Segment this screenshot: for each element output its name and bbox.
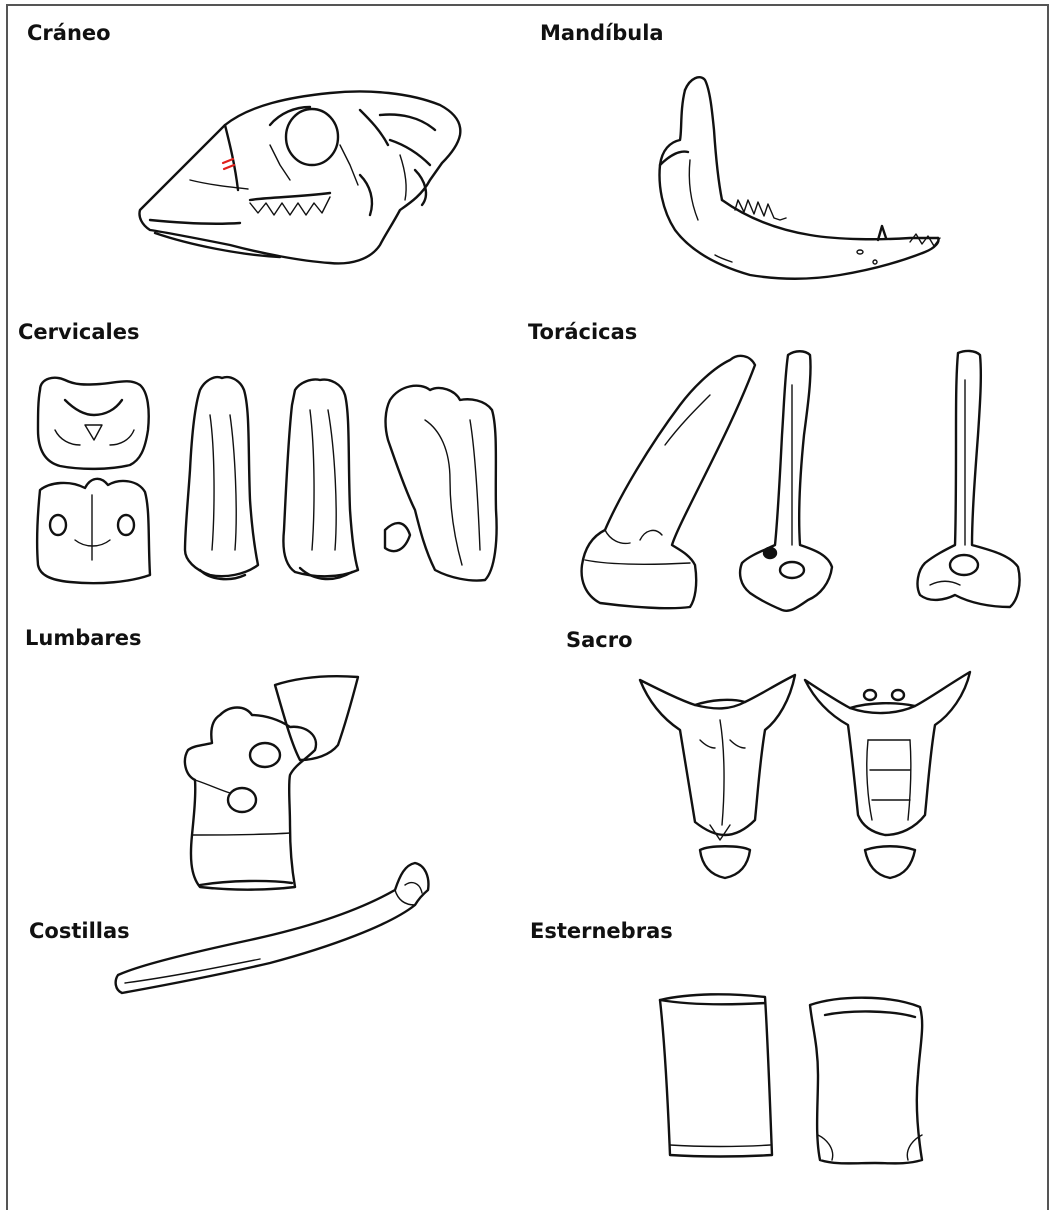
rib-drawing <box>110 855 450 1015</box>
mandible-drawing <box>640 70 960 285</box>
label-toracicas: Torácicas <box>528 320 637 344</box>
label-esternebras: Esternebras <box>530 919 673 943</box>
sacrum-drawing <box>630 660 980 895</box>
label-craneo: Cráneo <box>27 21 111 45</box>
label-cervicales: Cervicales <box>18 320 139 344</box>
sternebrae-drawing <box>650 985 950 1170</box>
cervical-vertebrae-drawing <box>30 370 510 595</box>
label-lumbares: Lumbares <box>25 626 142 650</box>
label-mandibula: Mandíbula <box>540 21 664 45</box>
label-sacro: Sacro <box>566 628 633 652</box>
thoracic-vertebrae-drawing <box>570 345 1040 615</box>
skull-drawing <box>130 85 470 275</box>
